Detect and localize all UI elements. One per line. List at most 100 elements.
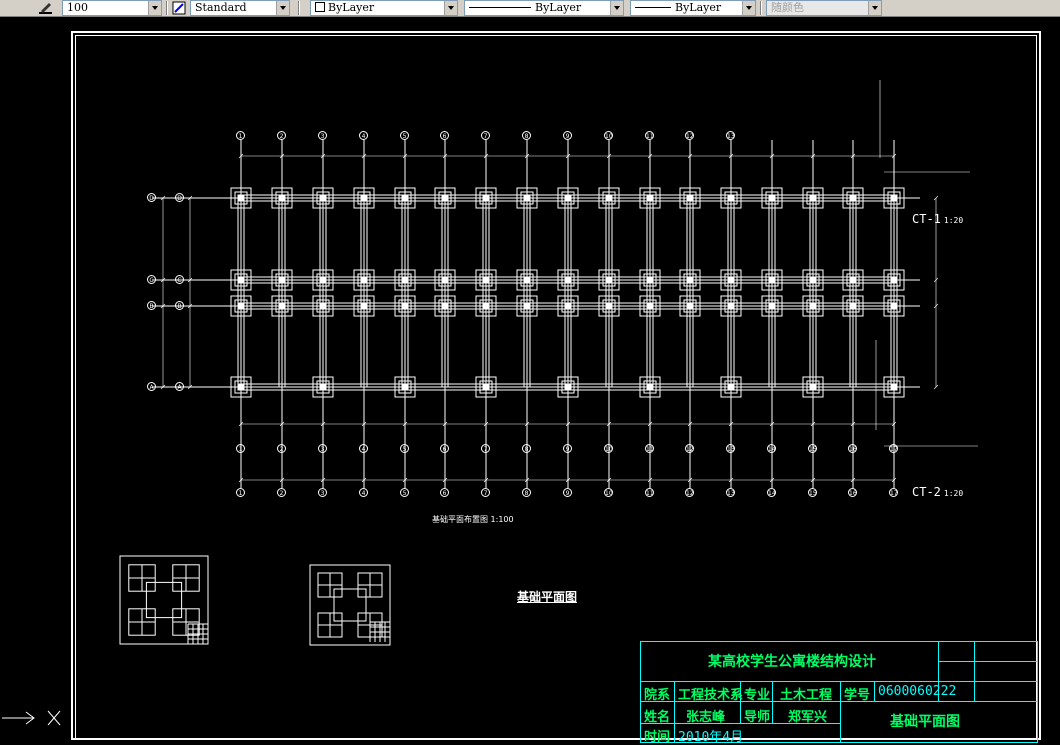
axis-bubble-bottom-inner: 6: [440, 444, 449, 453]
axis-bubble-left-inner: B: [175, 301, 184, 310]
column-footing-inner: [561, 191, 575, 205]
column-footing-inner: [602, 191, 616, 205]
dept-value: 工程技术系: [678, 688, 744, 703]
column-footing-inner: [683, 191, 697, 205]
column-footing-inner: [765, 191, 779, 205]
linetype-control-select[interactable]: ByLayer: [464, 0, 624, 16]
dimension-tick: [728, 421, 734, 427]
axis-bubble-left-inner: D: [175, 193, 184, 202]
column-footing: [598, 269, 620, 291]
column: [319, 194, 327, 202]
chevron-down-icon[interactable]: [868, 1, 881, 15]
text-style-select[interactable]: Standard: [190, 0, 290, 16]
column-footing-inner: [806, 380, 820, 394]
column-footing-inner: [643, 273, 657, 287]
dimension-tick: [933, 277, 939, 283]
dimension-lines: [160, 80, 978, 483]
dimension-tick: [565, 477, 571, 483]
column-footing: [271, 269, 293, 291]
column-footing-inner: [846, 191, 860, 205]
lineweight-icon[interactable]: [38, 1, 53, 15]
dimension-tick: [933, 384, 939, 390]
column: [482, 194, 490, 202]
column-footing: [720, 187, 742, 209]
column-footing-inner: [275, 191, 289, 205]
column: [686, 276, 694, 284]
column-footing: [679, 295, 701, 317]
dimension-tick: [442, 477, 448, 483]
dimension-tick: [606, 421, 612, 427]
color-swatch-icon: [315, 2, 325, 12]
major-value: 土木工程: [780, 688, 833, 703]
column: [401, 194, 409, 202]
axis-bubble-bottom: 5: [400, 488, 409, 497]
axis-bubble-bottom: 4: [359, 488, 368, 497]
foundation-plan-drawing[interactable]: [0, 17, 1060, 743]
dimension-tick: [565, 153, 571, 159]
dimension-tick: [361, 477, 367, 483]
chevron-down-icon[interactable]: [742, 1, 755, 15]
text-style-select-value: Standard: [195, 1, 247, 14]
color-control-value: ByLayer: [328, 1, 375, 14]
column-footing-inner: [520, 299, 534, 313]
chevron-down-icon[interactable]: [444, 1, 457, 15]
project-title: 某高校学生公寓楼结构设计: [708, 654, 876, 670]
axis-bubble-bottom: 8: [522, 488, 531, 497]
column-footing-inner: [846, 273, 860, 287]
column-footing: [883, 295, 905, 317]
column-footing: [883, 376, 905, 398]
column-footing-inner: [234, 191, 248, 205]
axis-bubble-bottom-inner: 10: [604, 444, 613, 453]
color-control-select[interactable]: ByLayer: [310, 0, 458, 16]
detail-center: [333, 588, 367, 622]
dimension-tick: [279, 153, 285, 159]
chevron-down-icon[interactable]: [610, 1, 623, 15]
time-value: 2010年4月: [678, 730, 744, 745]
column-footing-inner: [602, 273, 616, 287]
column: [768, 302, 776, 310]
dimension-tick: [402, 421, 408, 427]
axis-bubble-bottom: 13: [726, 488, 735, 497]
column-footing-inner: [438, 191, 452, 205]
column-footing-inner: [234, 273, 248, 287]
dimension-tick: [238, 153, 244, 159]
ct2-label-text: CT-2: [912, 485, 941, 499]
title-block-line: [640, 723, 840, 724]
dimension-tick: [524, 477, 530, 483]
axis-bubble-bottom-inner: 1: [236, 444, 245, 453]
column-footing-inner: [398, 191, 412, 205]
axis-bubble-bottom-inner: 8: [522, 444, 531, 453]
column: [849, 276, 857, 284]
column-footing: [434, 269, 456, 291]
axis-bubble-bottom: 16: [848, 488, 857, 497]
dimension-tick: [320, 477, 326, 483]
dimension-tick: [187, 277, 193, 283]
column-footing-inner: [479, 380, 493, 394]
axis-bubble-top: 1: [236, 131, 245, 140]
column: [727, 276, 735, 284]
plot-style-value: 随颜色: [771, 1, 804, 14]
lineweight-control-select[interactable]: ByLayer: [630, 0, 756, 16]
lineweight-select[interactable]: 100: [62, 0, 162, 16]
column: [727, 194, 735, 202]
column-footing: [842, 295, 864, 317]
axis-bubble-bottom-inner: 7: [481, 444, 490, 453]
dimension-tick: [933, 303, 939, 309]
plot-style-select[interactable]: 随颜色: [766, 0, 882, 16]
column: [278, 194, 286, 202]
lineweight-select-value: 100: [67, 1, 88, 14]
dimension-tick: [187, 384, 193, 390]
column-footing-inner: [846, 299, 860, 313]
column: [278, 302, 286, 310]
dimension-tick: [810, 153, 816, 159]
chevron-down-icon[interactable]: [148, 1, 161, 15]
column: [319, 302, 327, 310]
dimension-tick: [850, 421, 856, 427]
text-style-icon[interactable]: [172, 1, 187, 15]
column-footing: [230, 376, 252, 398]
column-footing-inner: [438, 299, 452, 313]
column-footing: [802, 187, 824, 209]
column-footing-inner: [234, 299, 248, 313]
chevron-down-icon[interactable]: [276, 1, 289, 15]
